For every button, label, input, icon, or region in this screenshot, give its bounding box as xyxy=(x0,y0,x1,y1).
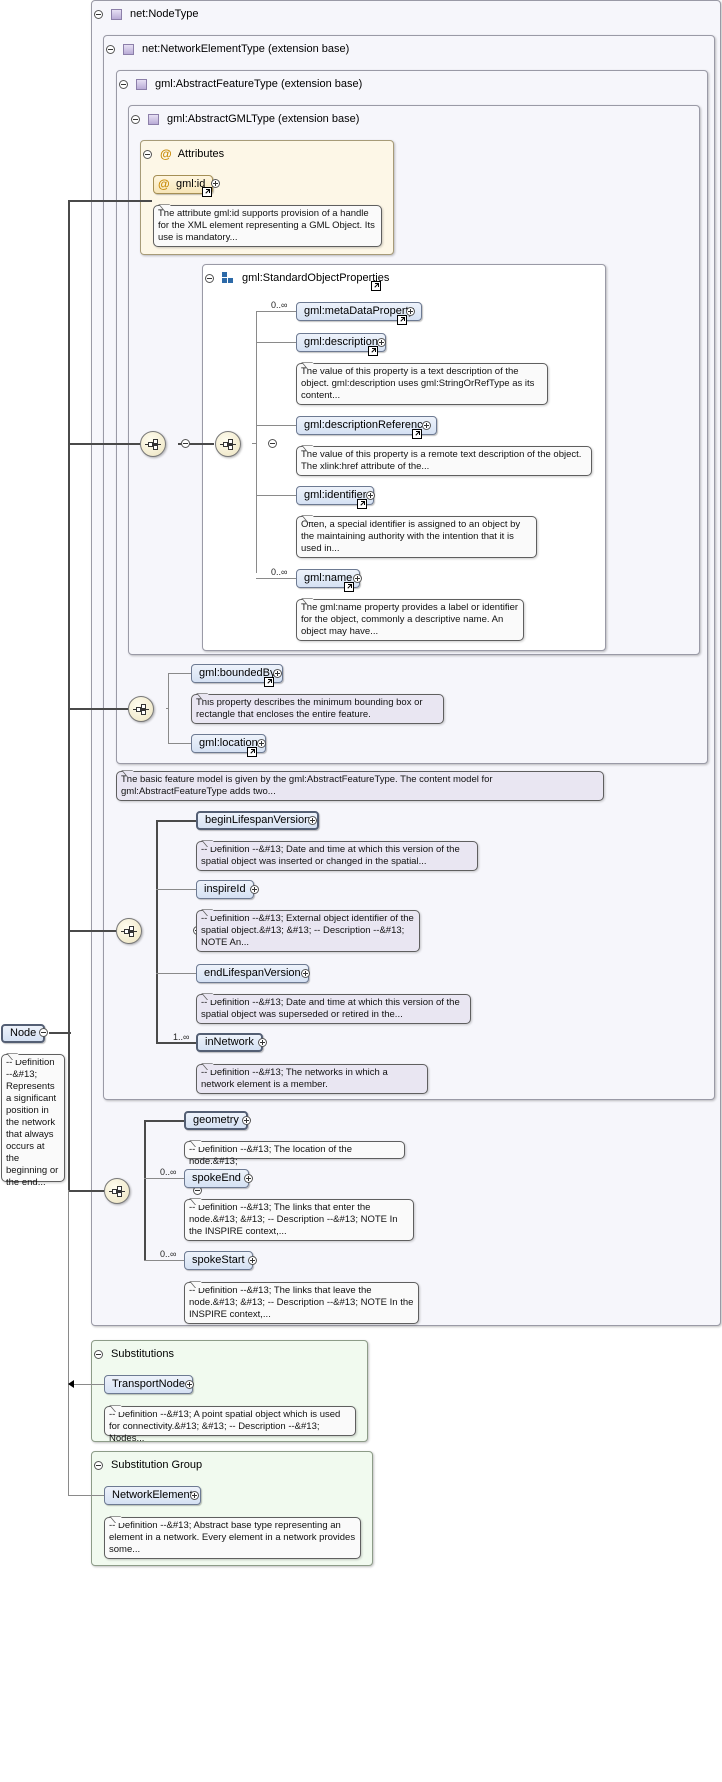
element-geometry[interactable]: geometry xyxy=(184,1111,248,1130)
element-beginlifespanversion[interactable]: beginLifespanVersion xyxy=(196,811,320,830)
collapse-icon[interactable] xyxy=(94,9,103,19)
gml-identifier-doc: Often, a special identifier is assigned … xyxy=(296,516,537,558)
element-gml-description[interactable]: gml:description xyxy=(296,333,386,352)
complex-type-icon xyxy=(123,43,134,55)
link-icon[interactable] xyxy=(371,281,381,291)
expand-icon[interactable] xyxy=(422,421,431,430)
transportnode-doc: -- Definition --&#13; A point spatial ob… xyxy=(104,1406,356,1444)
sequence-compositor-icon xyxy=(215,431,241,457)
cardinality: 0..∞ xyxy=(160,1249,177,1259)
expand-icon[interactable] xyxy=(273,669,282,678)
expand-icon[interactable] xyxy=(242,1116,251,1125)
sequence-compositor-icon xyxy=(140,431,166,457)
expand-icon[interactable] xyxy=(353,574,362,583)
expand-icon[interactable] xyxy=(185,1380,194,1389)
link-icon[interactable] xyxy=(397,315,407,325)
element-spokestart[interactable]: spokeStart xyxy=(184,1251,253,1270)
expand-icon[interactable] xyxy=(244,1174,253,1183)
expand-icon[interactable] xyxy=(258,1038,267,1047)
collapse-icon[interactable] xyxy=(143,149,152,159)
complex-type-icon xyxy=(148,113,159,125)
expand-icon[interactable] xyxy=(250,885,259,894)
element-networkelement[interactable]: NetworkElement xyxy=(104,1486,201,1505)
collapse-icon[interactable] xyxy=(131,114,140,124)
attribute-icon: @ xyxy=(158,177,170,191)
link-icon[interactable] xyxy=(344,582,354,592)
sequence-compositor-icon xyxy=(128,696,154,722)
expand-icon[interactable] xyxy=(308,816,317,825)
collapse-icon[interactable] xyxy=(94,1349,103,1359)
element-gml-identifier[interactable]: gml:identifier xyxy=(296,486,375,505)
gml-id-doc: The attribute gml:id supports provision … xyxy=(153,205,382,247)
gml-name-doc: The gml:name property provides a label o… xyxy=(296,599,524,641)
collapse-icon[interactable] xyxy=(119,79,128,89)
group-title: Substitutions xyxy=(111,1348,174,1360)
complex-type-icon xyxy=(111,8,122,20)
link-icon[interactable] xyxy=(247,747,257,757)
element-endlifespanversion[interactable]: endLifespanVersion xyxy=(196,964,309,983)
element-gml-boundedby[interactable]: gml:boundedBy xyxy=(191,664,284,683)
inspireid-doc: -- Definition --&#13; External object id… xyxy=(196,910,420,952)
cardinality: 0..∞ xyxy=(271,300,288,310)
element-gml-metadataproperty[interactable]: gml:metaDataProperty xyxy=(296,302,423,321)
element-innetwork[interactable]: inNetwork xyxy=(196,1033,263,1052)
geometry-doc: -- Definition --&#13; The location of th… xyxy=(184,1141,405,1167)
group-title: Attributes xyxy=(177,148,225,160)
collapse-icon[interactable] xyxy=(94,1460,103,1470)
expand-icon[interactable] xyxy=(377,338,386,347)
collapse-icon[interactable] xyxy=(268,439,278,448)
networkelement-doc: -- Definition --&#13; Abstract base type… xyxy=(104,1517,361,1559)
group-title: Substitution Group xyxy=(111,1459,203,1471)
expand-icon[interactable] xyxy=(248,1256,257,1265)
element-gml-descriptionreference[interactable]: gml:descriptionReference xyxy=(296,416,437,435)
spokeend-doc: -- Definition --&#13; The links that ent… xyxy=(184,1199,414,1241)
group-title: gml:StandardObjectProperties xyxy=(242,272,390,284)
link-icon[interactable] xyxy=(264,677,274,687)
sequence-compositor-icon xyxy=(104,1178,130,1204)
attribute-label: gml:id xyxy=(176,178,206,190)
collapse-icon[interactable] xyxy=(106,44,115,54)
complex-type-icon xyxy=(136,78,147,90)
link-icon[interactable] xyxy=(412,429,422,439)
group-title: net:NetworkElementType (extension base) xyxy=(142,43,350,55)
beginlifespanversion-doc: -- Definition --&#13; Date and time at w… xyxy=(196,841,478,871)
expand-icon[interactable] xyxy=(257,739,266,748)
attribute-icon: @ xyxy=(160,147,172,161)
group-title: net:NodeType xyxy=(130,8,199,20)
group-title: gml:AbstractGMLType (extension base) xyxy=(167,113,360,125)
element-transportnode[interactable]: TransportNode xyxy=(104,1375,193,1394)
cardinality: 0..∞ xyxy=(271,567,288,577)
element-inspireid[interactable]: inspireId xyxy=(196,880,254,899)
group-icon xyxy=(222,272,234,284)
gml-description-doc: The value of this property is a text des… xyxy=(296,363,548,405)
root-element-node[interactable]: Node xyxy=(1,1024,46,1043)
endlifespanversion-doc: -- Definition --&#13; Date and time at w… xyxy=(196,994,471,1024)
spokestart-doc: -- Definition --&#13; The links that lea… xyxy=(184,1282,419,1324)
cardinality: 1..∞ xyxy=(173,1032,190,1042)
link-icon[interactable] xyxy=(368,346,378,356)
attribute-gml-id[interactable]: @ gml:id xyxy=(153,175,214,194)
element-spokeend[interactable]: spokeEnd xyxy=(184,1169,249,1188)
cardinality: 0..∞ xyxy=(160,1167,177,1177)
feature-type-doc: The basic feature model is given by the … xyxy=(116,771,604,801)
root-doc: -- Definition --&#13; Represents a signi… xyxy=(1,1054,65,1188)
group-title: gml:AbstractFeatureType (extension base) xyxy=(155,78,363,90)
gml-descriptionreference-doc: The value of this property is a remote t… xyxy=(296,446,592,476)
expand-icon[interactable] xyxy=(301,969,310,978)
innetwork-doc: -- Definition --&#13; The networks in wh… xyxy=(196,1064,428,1094)
collapse-icon[interactable] xyxy=(39,1028,48,1037)
collapse-icon[interactable] xyxy=(205,273,214,283)
link-icon[interactable] xyxy=(202,187,212,197)
gml-boundedby-doc: This property describes the minimum boun… xyxy=(191,694,444,724)
sequence-compositor-icon xyxy=(116,918,142,944)
expand-icon[interactable] xyxy=(406,307,415,316)
expand-icon[interactable] xyxy=(211,179,220,188)
expand-icon[interactable] xyxy=(190,1491,199,1500)
link-icon[interactable] xyxy=(357,499,367,509)
collapse-icon[interactable] xyxy=(181,439,191,448)
expand-icon[interactable] xyxy=(366,491,375,500)
